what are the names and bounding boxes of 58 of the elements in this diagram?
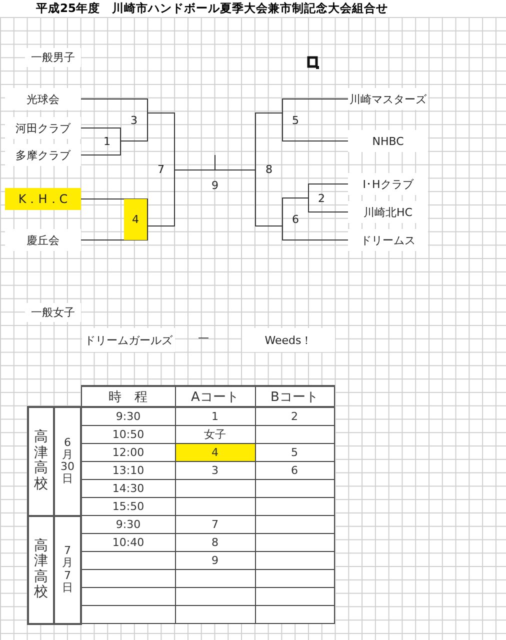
match-number: 8 bbox=[255, 113, 282, 226]
match-number: 2 bbox=[308, 184, 334, 212]
team-name: 慶丘会 bbox=[5, 229, 81, 251]
table-cell: 12:00 bbox=[81, 444, 175, 462]
team-name: 光球会 bbox=[5, 88, 81, 110]
table-cell: 15:50 bbox=[81, 498, 175, 516]
team-name: 河田クラブ bbox=[5, 117, 81, 139]
table-cell: 9 bbox=[175, 552, 255, 570]
bracket-line bbox=[80, 198, 148, 200]
bracket-line bbox=[148, 112, 176, 114]
team-name: 川崎マスターズ bbox=[348, 88, 428, 110]
table-cell: 女子 bbox=[175, 426, 255, 444]
table-cell: 1 bbox=[175, 407, 255, 426]
table-cell: 10:50 bbox=[81, 426, 175, 444]
table-cell: 5 bbox=[255, 444, 334, 462]
team-name: NHBC bbox=[348, 130, 428, 152]
match-number: 5 bbox=[282, 99, 308, 141]
match-number: 4 bbox=[124, 199, 148, 240]
team-name: K．H．C bbox=[5, 188, 81, 210]
table-cell: 7 bbox=[175, 516, 255, 534]
table-cell: 9:30 bbox=[81, 407, 175, 426]
match-number: 9 bbox=[195, 170, 235, 200]
venue-cell: 高津高校 bbox=[28, 516, 54, 624]
match-number: 7 bbox=[148, 113, 175, 226]
match-number: 3 bbox=[121, 99, 148, 141]
header-cell: Bコート bbox=[255, 386, 334, 407]
team-name: ドリームガールズ bbox=[82, 328, 175, 352]
table-cell: 6 bbox=[255, 462, 334, 480]
table-cell: 10:40 bbox=[81, 534, 175, 552]
table-cell: 9:30 bbox=[81, 516, 175, 534]
table-cell: 3 bbox=[175, 462, 255, 480]
header-cell: 時 程 bbox=[81, 386, 175, 407]
versus-dash: — bbox=[198, 331, 209, 344]
highlighted-table-cell: 4 bbox=[175, 444, 255, 462]
date-cell: 7月7日 bbox=[54, 516, 81, 624]
match-number: 6 bbox=[282, 198, 308, 240]
venue-cell: 高津高校 bbox=[28, 407, 54, 516]
table-cell: 2 bbox=[255, 407, 334, 426]
team-name: ドリームス bbox=[348, 229, 428, 251]
match-number: 1 bbox=[94, 128, 121, 155]
bracket-line bbox=[282, 98, 348, 100]
team-name: 多摩クラブ bbox=[5, 144, 81, 166]
table-cell: 14:30 bbox=[81, 480, 175, 498]
team-name: 川崎北HC bbox=[348, 201, 428, 223]
bracket-line bbox=[80, 98, 148, 100]
header-cell: Aコート bbox=[175, 386, 255, 407]
section-label: 一般女子 bbox=[25, 303, 81, 322]
bracket-line bbox=[282, 140, 348, 142]
table-cell: 13:10 bbox=[81, 462, 175, 480]
bracket-line bbox=[80, 154, 122, 156]
bracket-line bbox=[254, 112, 282, 114]
date-cell: 6月30日 bbox=[54, 407, 81, 516]
table-cell: 8 bbox=[175, 534, 255, 552]
section-label: 一般男子 bbox=[25, 48, 81, 67]
team-name: I･Hクラブ bbox=[348, 173, 428, 195]
team-name: Weeds！ bbox=[242, 328, 335, 352]
title: 平成25年度 川崎市ハンドボール夏季大会兼市制記念大会組合せ bbox=[36, 1, 388, 16]
bracket-line bbox=[120, 140, 148, 142]
